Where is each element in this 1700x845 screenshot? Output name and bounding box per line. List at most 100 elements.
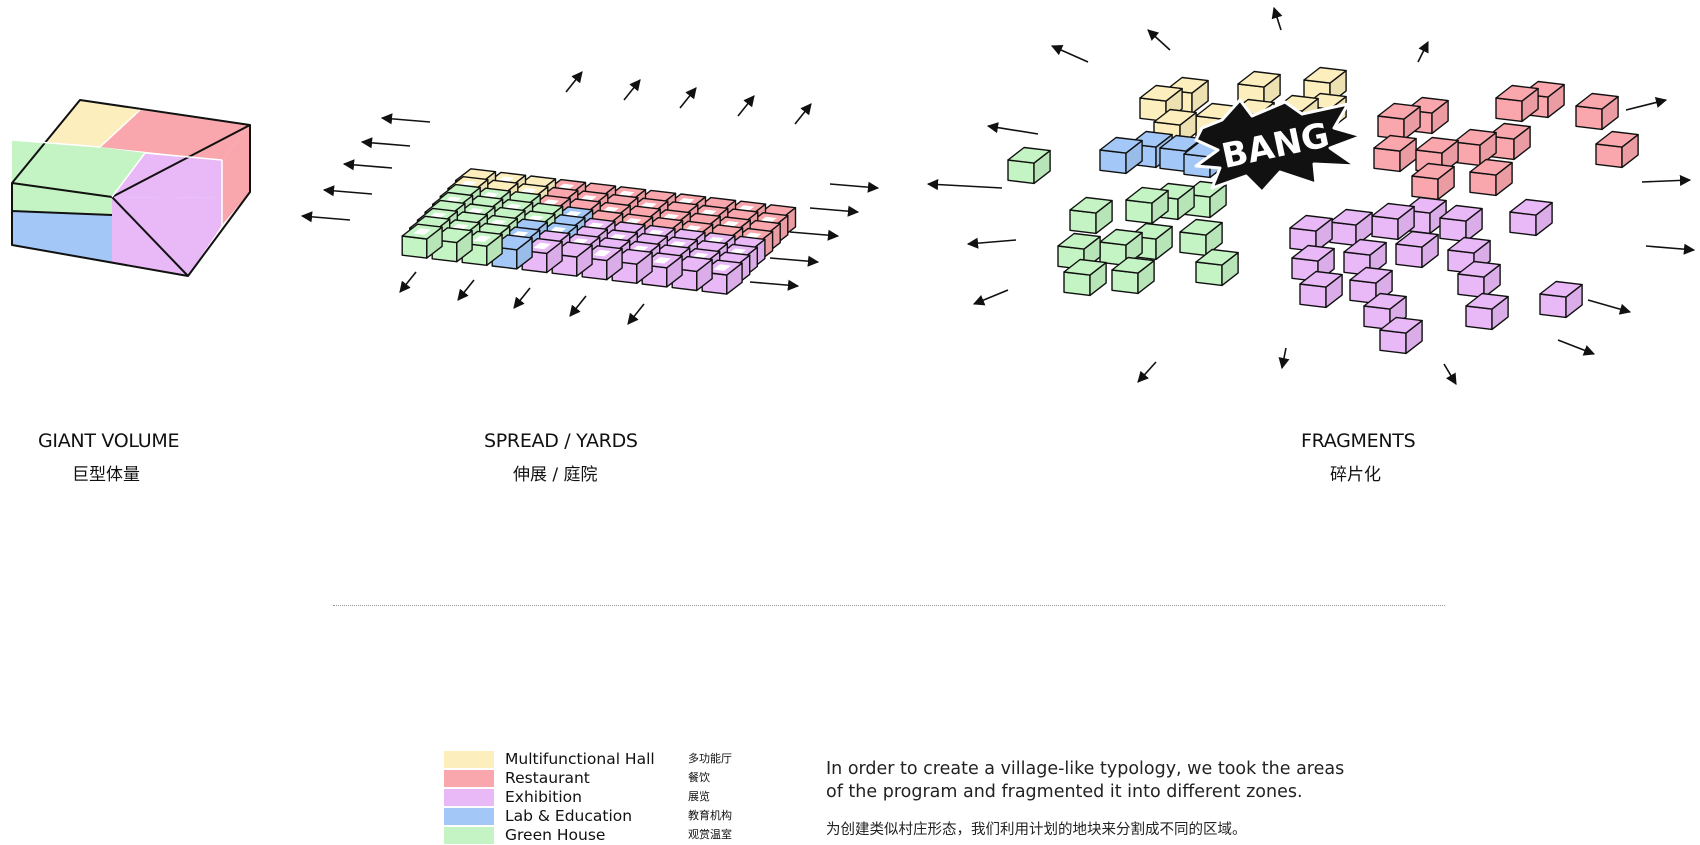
cube-top [1373,134,1417,152]
arrow-icon [1641,174,1692,187]
arrow-icon [1137,361,1157,383]
cube [1125,186,1169,225]
cube [1179,218,1223,257]
legend-label-cn: 多功能厅 [688,752,732,765]
arrow-icon [769,255,820,267]
stage-title-fragments: FRAGMENTS [1301,430,1416,452]
cube [1195,248,1239,287]
arrow-icon [789,229,840,241]
cube-top [1057,232,1101,250]
cube-front [1575,105,1603,131]
cube-top [1343,238,1387,256]
cube [1377,102,1421,141]
cube-top [1069,196,1113,214]
cube [1349,266,1393,305]
arrow-icon [1625,97,1668,111]
cube-front [1371,215,1399,241]
cube-front [1099,149,1127,175]
legend-swatch [444,808,494,825]
cube [1069,196,1113,235]
arrow-icon [1147,29,1171,51]
cube-top [1439,204,1483,222]
cube-top [1469,158,1513,176]
volume-greenhouse-top [12,140,145,197]
cube-front [1539,293,1567,319]
cube-front [1469,171,1497,197]
cube-top [1111,256,1155,274]
cube [1469,158,1513,197]
cube-front [1595,143,1623,169]
arrow-icon [399,271,417,293]
cube [1299,270,1343,309]
cube-top [1487,122,1531,140]
cube [1343,238,1387,277]
legend-label: Exhibition [505,788,582,806]
cube-front [1063,271,1091,297]
cube-top [1125,186,1169,204]
cube-front [1395,243,1423,269]
legend-label-cn: 展览 [688,790,710,803]
explosion-icon: BANG [1194,98,1364,194]
cube-top [1595,130,1639,148]
cube-top [1575,92,1619,110]
arrow-icon [986,122,1039,135]
cube-top [1415,136,1459,154]
arrow-icon [972,289,1009,306]
arrow-icon [380,113,431,125]
cube-front [1329,221,1357,247]
cube-front [1125,199,1153,225]
cube-yard [533,242,551,250]
cube-top [1195,248,1239,266]
description-line-1: In order to create a village-like typolo… [826,759,1345,779]
arrow-icon [926,178,1003,191]
cube [1465,292,1509,331]
cube-front [1069,209,1097,235]
cube-top [1447,236,1491,254]
cube-top [1289,214,1333,232]
cube-top [1371,202,1415,220]
cube-top [1099,228,1143,246]
cube-top [1303,66,1347,84]
legend-label: Restaurant [505,769,590,787]
cube-top [1153,108,1197,126]
cube-top [1395,230,1439,248]
cube-top [1453,128,1497,146]
arrow-icon [300,211,351,223]
cube [1007,146,1051,185]
spread-arrows [300,71,880,325]
legend-label: Lab & Education [505,807,633,825]
cube-top [1299,270,1343,288]
arrow-icon [1645,243,1696,255]
arrow-icon [1278,347,1290,370]
cube-front [1457,273,1485,299]
cube-top [1329,208,1373,226]
cube-top [1539,280,1583,298]
legend-item: Lab & Education 教育机构 [444,807,774,825]
cube-top [1457,260,1501,278]
arrow-icon [829,181,880,193]
arrow-icon [794,103,812,125]
cube-front [1007,159,1035,185]
legend-swatch [444,789,494,806]
stage-title-giant-volume: GIANT VOLUME [38,430,180,452]
description-text-cn: 为创建类似村庄形态，我们利用计划的地块来分割成不同的区域。 [826,822,1247,838]
volume-restaurant-top [100,110,250,160]
cube-front [1111,269,1139,295]
cube-front [1439,217,1467,243]
cube-top [1495,84,1539,102]
arrow-icon [679,87,697,109]
cube-front [1379,329,1407,355]
arrow-icon [809,205,860,217]
volume-exhibition-front [112,197,222,276]
legend-swatch [444,751,494,768]
cube-front [1373,147,1401,173]
arrow-icon [1050,44,1089,63]
cube-front [1509,211,1537,237]
arrow-icon [569,295,587,317]
arrow-icon [749,279,800,291]
cube-front [1195,261,1223,287]
arrow-icon [737,95,755,117]
cube-top [1007,146,1051,164]
arrow-icon [1271,6,1283,31]
cube-top [1139,84,1183,102]
